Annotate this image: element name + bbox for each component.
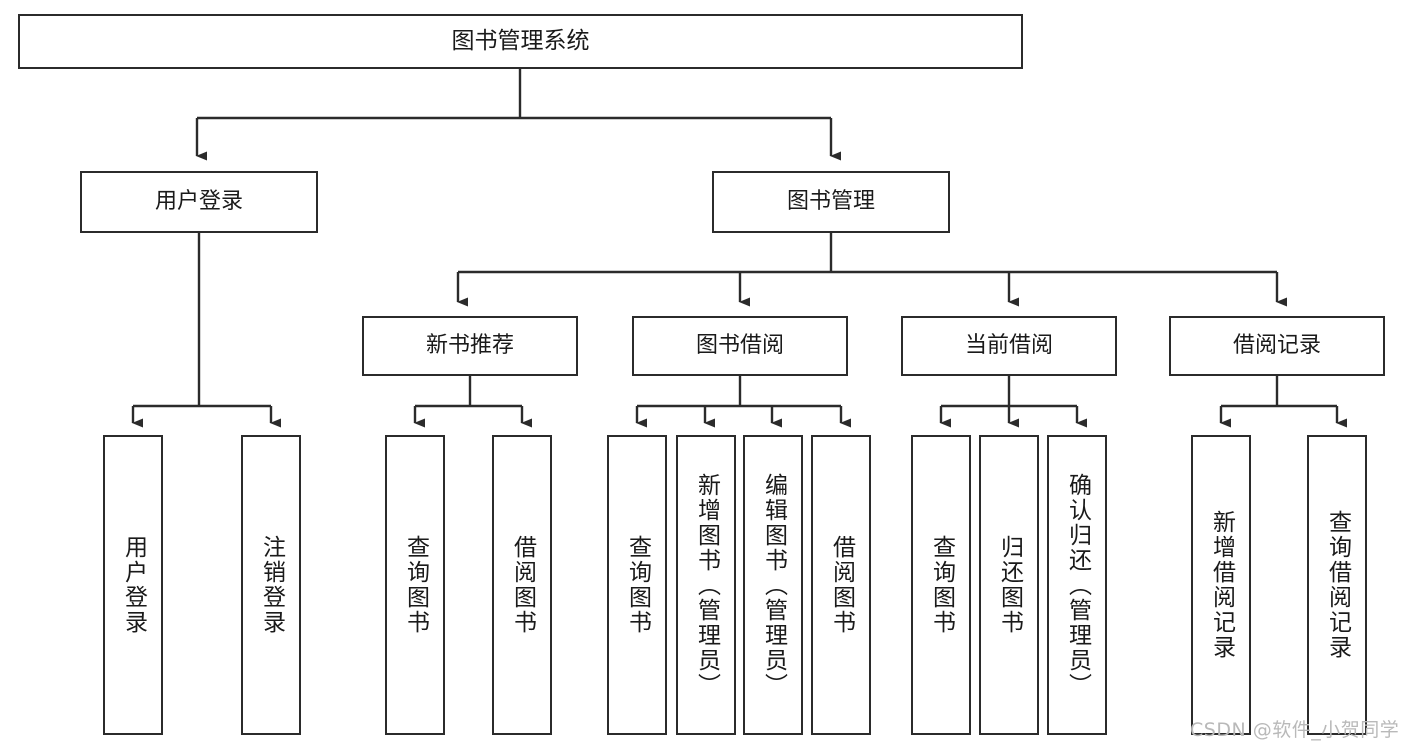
- node-label: 新书推荐: [425, 333, 514, 359]
- node-label: 注销登录: [258, 535, 285, 635]
- node-label: 用户登录: [154, 189, 243, 215]
- node-label: 确认归还（管理员）: [1064, 472, 1091, 698]
- node-label: 图书借阅: [695, 333, 784, 359]
- node-label: 借阅记录: [1232, 333, 1321, 359]
- node-label: 编辑图书（管理员）: [760, 472, 787, 698]
- node-label: 查询图书: [624, 535, 651, 635]
- leaf-confirm-return-admin[interactable]: 确认归还（管理员）: [1047, 435, 1107, 735]
- node-book-management[interactable]: 图书管理: [712, 171, 950, 233]
- node-root-book-management-system[interactable]: 图书管理系统: [18, 14, 1023, 69]
- leaf-query-borrow-record[interactable]: 查询借阅记录: [1307, 435, 1367, 735]
- edge-userlogin-to-leaves: [131, 233, 281, 428]
- node-book-borrow[interactable]: 图书借阅: [632, 316, 848, 376]
- leaf-query-book-recommend[interactable]: 查询图书: [385, 435, 445, 735]
- leaf-user-login[interactable]: 用户登录: [103, 435, 163, 735]
- node-new-book-recommend[interactable]: 新书推荐: [362, 316, 578, 376]
- leaf-borrow-book-recommend[interactable]: 借阅图书: [492, 435, 552, 735]
- leaf-query-book-current[interactable]: 查询图书: [911, 435, 971, 735]
- node-label: 查询图书: [928, 535, 955, 635]
- csdn-watermark: CSDN @软件_小贺同学: [1190, 719, 1400, 741]
- node-user-login[interactable]: 用户登录: [80, 171, 318, 233]
- edge-bookmgmt-to-level2: [456, 233, 1287, 307]
- node-label: 查询图书: [402, 535, 429, 635]
- leaf-borrow-book[interactable]: 借阅图书: [811, 435, 871, 735]
- node-current-borrow[interactable]: 当前借阅: [901, 316, 1117, 376]
- node-label: 图书管理: [786, 189, 875, 215]
- node-label: 当前借阅: [964, 333, 1053, 359]
- edge-newbook-to-leaves: [413, 376, 532, 428]
- edge-root-to-level1: [195, 69, 841, 161]
- edge-record-to-leaves: [1219, 376, 1347, 428]
- leaf-query-book-borrow[interactable]: 查询图书: [607, 435, 667, 735]
- leaf-add-book-admin[interactable]: 新增图书（管理员）: [676, 435, 736, 735]
- node-label: 新增图书（管理员）: [693, 472, 720, 698]
- node-label: 图书管理系统: [451, 27, 590, 54]
- leaf-edit-book-admin[interactable]: 编辑图书（管理员）: [743, 435, 803, 735]
- edge-current-to-leaves: [939, 376, 1087, 428]
- leaf-return-book[interactable]: 归还图书: [979, 435, 1039, 735]
- edge-borrow-to-leaves: [635, 376, 851, 428]
- node-label: 归还图书: [996, 535, 1023, 635]
- leaf-add-borrow-record[interactable]: 新增借阅记录: [1191, 435, 1251, 735]
- leaf-logout[interactable]: 注销登录: [241, 435, 301, 735]
- node-label: 查询借阅记录: [1324, 510, 1351, 660]
- node-label: 用户登录: [120, 535, 147, 635]
- node-label: 借阅图书: [828, 535, 855, 635]
- node-label: 新增借阅记录: [1208, 510, 1235, 660]
- node-borrow-record[interactable]: 借阅记录: [1169, 316, 1385, 376]
- node-label: 借阅图书: [509, 535, 536, 635]
